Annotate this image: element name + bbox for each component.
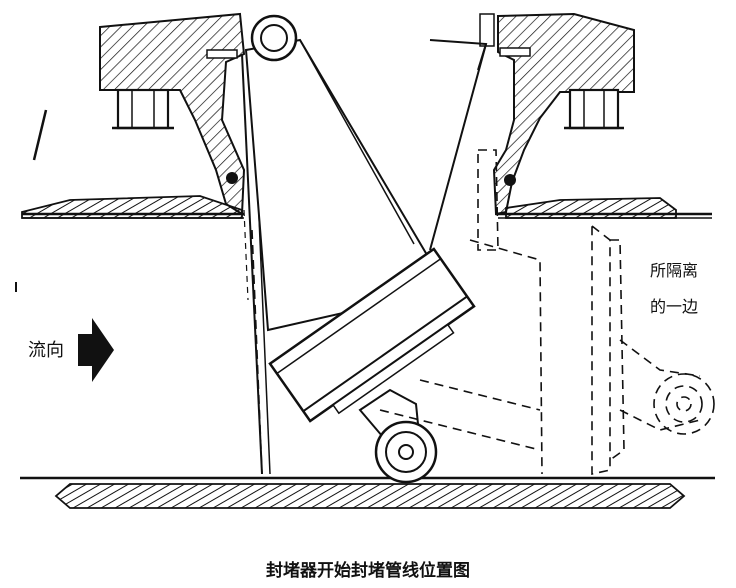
- isolated-side-label-line1: 所隔离: [650, 261, 698, 280]
- pipe-bottom-wall: [20, 476, 715, 509]
- right-weld-bead: [504, 174, 516, 186]
- left-bolt-nut: [112, 88, 174, 130]
- flow-direction-label: 流向: [28, 340, 64, 361]
- pipe-top-wall: [21, 195, 712, 219]
- figure-caption: 封堵器开始封堵管线位置图: [266, 561, 470, 581]
- left-weld-bead: [226, 172, 238, 184]
- isolated-side-label-line2: 的一边: [650, 297, 698, 316]
- scan-mark: [32, 109, 48, 161]
- plug-head: [268, 247, 476, 423]
- final-position-outline: [251, 149, 715, 475]
- plug-wheel: [358, 388, 438, 484]
- flow-direction-arrow: [78, 318, 114, 382]
- pivot-pin: [250, 14, 298, 62]
- right-bolt-nut: [564, 88, 624, 130]
- right-flange: [479, 12, 635, 216]
